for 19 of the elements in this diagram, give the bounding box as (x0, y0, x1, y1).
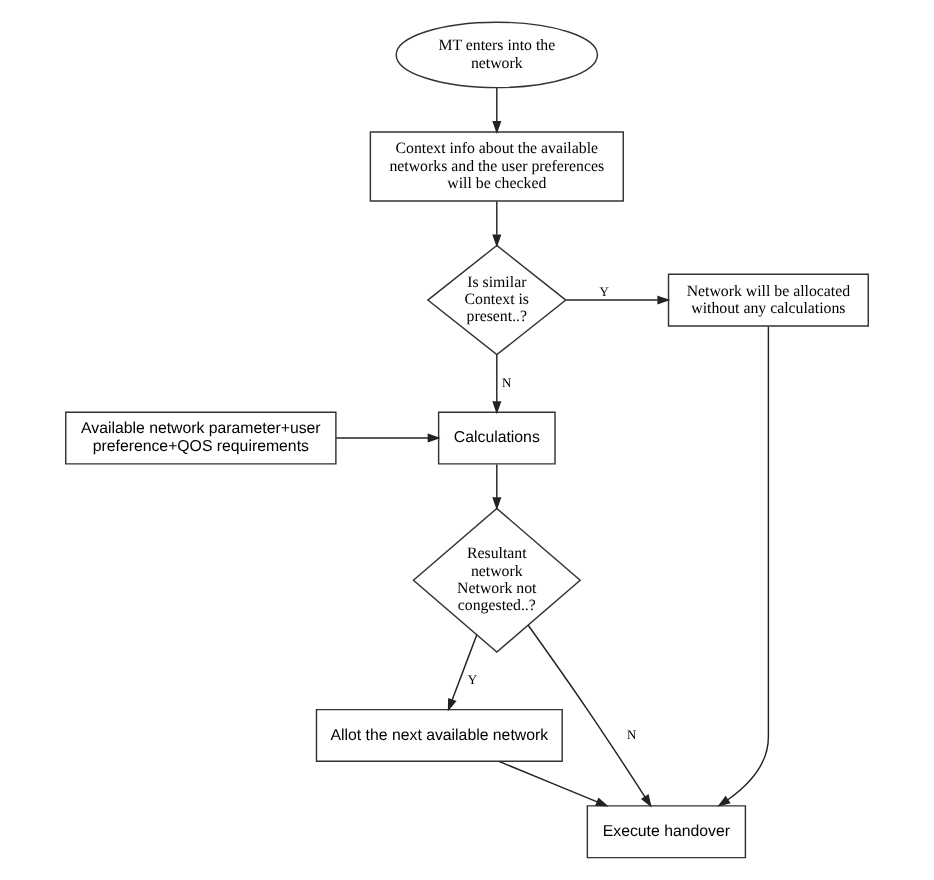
node-ellipse: MT enters into the network (395, 21, 599, 89)
arrow (492, 463, 502, 511)
node-diamond: Resultant network Network not congested..? (412, 507, 582, 654)
arrow (447, 634, 478, 712)
arrow (717, 325, 770, 807)
node-box: Network will be allocated without any calculations (667, 273, 869, 327)
arrow (492, 200, 502, 248)
arrow (335, 433, 441, 443)
arrow (498, 760, 609, 807)
arrow (492, 87, 502, 134)
node-box: Execute handover (586, 805, 747, 859)
node-box: Calculations (437, 411, 556, 465)
arrow (565, 295, 671, 305)
arrow (527, 624, 652, 808)
arrow (492, 354, 502, 415)
node-diamond: Is similar Context is present..? (426, 244, 567, 356)
node-box: Context info about the available networks and the user preferences will be checked (369, 131, 624, 202)
node-box: Available network parameter+user preference+QOS requirements (65, 411, 337, 465)
node-box: Allot the next available network (315, 708, 563, 763)
